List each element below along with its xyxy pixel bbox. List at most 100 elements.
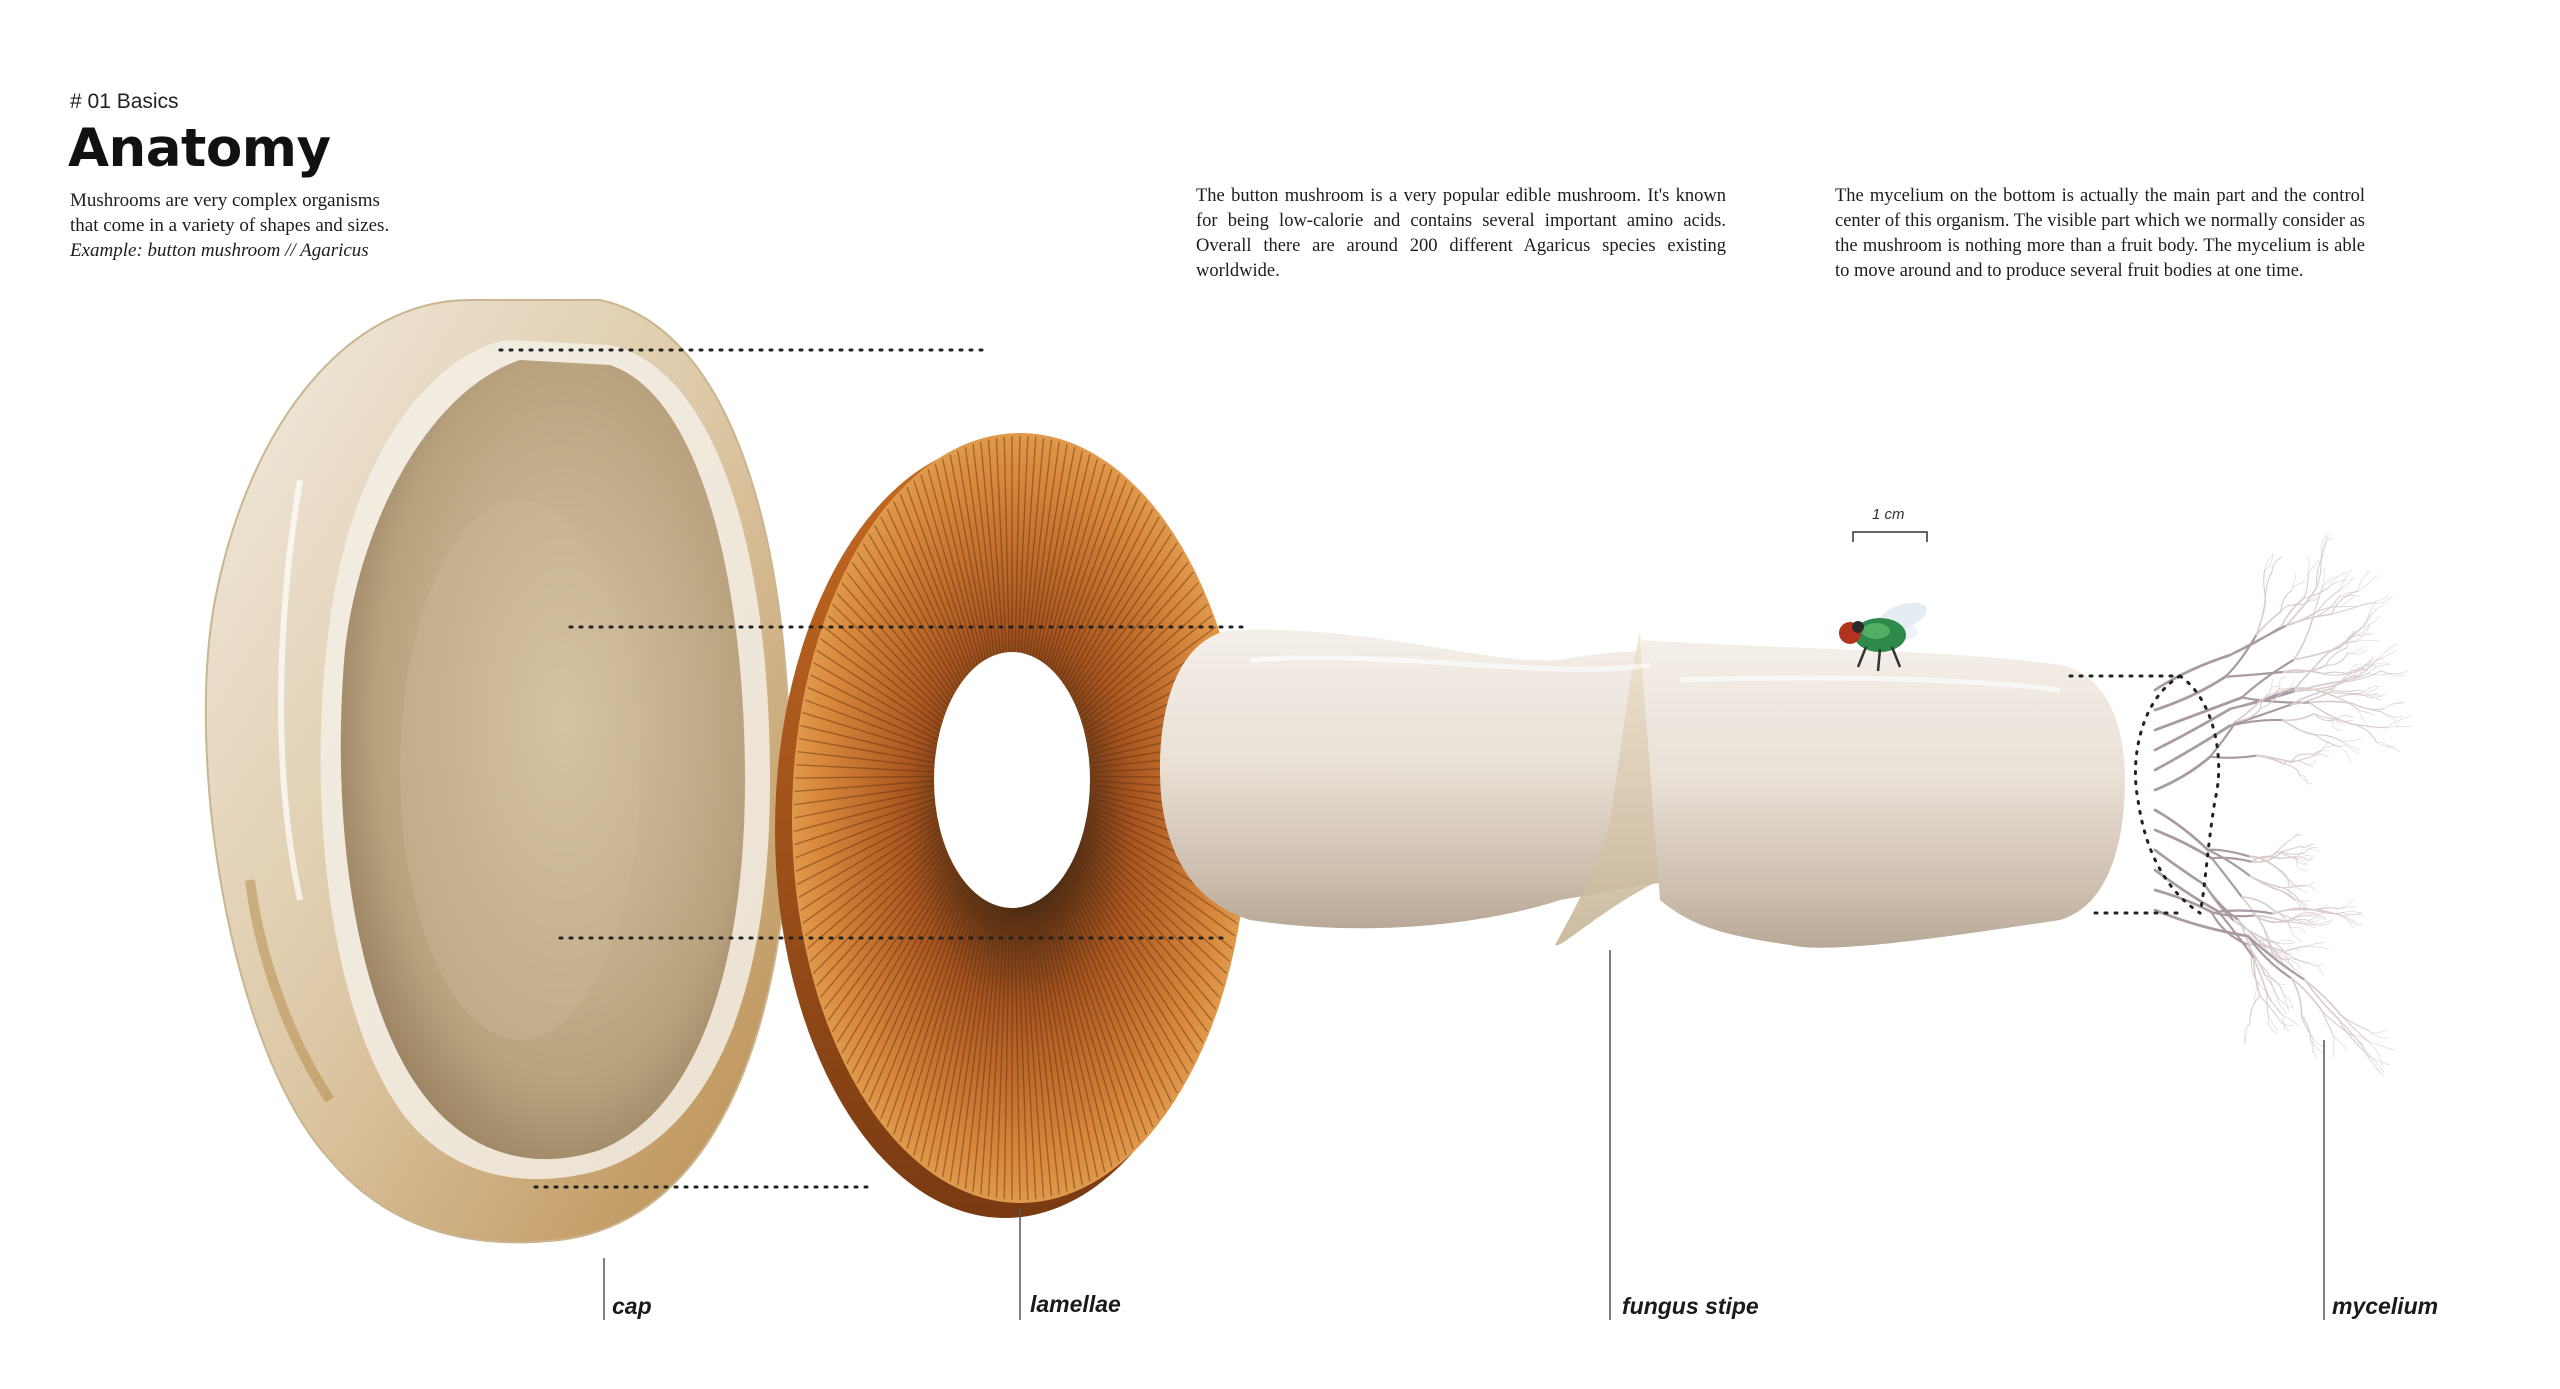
gill-line: [1025, 439, 1053, 662]
gill-line: [856, 552, 959, 701]
mycelium-strand: [2355, 625, 2370, 642]
mycelium-strand: [2285, 586, 2318, 627]
mycelium-strand: [2337, 715, 2355, 721]
mycelium-strand: [2329, 579, 2347, 587]
gill-line: [1065, 889, 1166, 1111]
gill-line: [972, 444, 1000, 663]
gill-line: [1077, 582, 1199, 711]
mycelium-strand: [2278, 884, 2301, 889]
mycelium-strand: [2249, 875, 2281, 889]
mycelium-strand: [2343, 914, 2365, 917]
gill-line: [1085, 850, 1221, 998]
mycelium-strand: [2209, 754, 2258, 759]
mycelium-strand: [2367, 1029, 2389, 1039]
mycelium-strand: [2259, 692, 2271, 710]
gill-line: [1046, 468, 1113, 672]
mycelium-strand: [2325, 640, 2356, 656]
mycelium-strand: [2294, 654, 2327, 690]
gill-line: [1003, 436, 1011, 661]
mycelium-strand: [2267, 1017, 2277, 1035]
mycelium-strand: [2277, 998, 2293, 1008]
mycelium-strand: [2296, 858, 2308, 872]
mycelium-strand: [2290, 834, 2302, 841]
gill-line: [880, 892, 967, 1120]
gill-line: [1056, 493, 1141, 681]
gill-line: [813, 842, 943, 974]
gill-line: [816, 649, 944, 734]
gill-line: [798, 737, 937, 764]
label-mycelium: mycelium: [2332, 1293, 2439, 1319]
mycelium-strand: [2325, 647, 2348, 666]
mycelium-strand: [2339, 569, 2352, 591]
mycelium-strand: [2261, 937, 2279, 958]
mycelium-strand: [2241, 896, 2265, 929]
mycelium-strand: [2375, 650, 2398, 661]
gill-line: [802, 825, 939, 924]
mycelium-strand: [2339, 626, 2364, 648]
mycelium-strand: [2278, 939, 2295, 944]
mycelium-strand: [2294, 681, 2346, 692]
mycelium-strand: [2329, 571, 2348, 587]
mycelium-strand: [2276, 951, 2289, 959]
gill-line: [841, 869, 953, 1054]
mycelium-strand: [2277, 998, 2287, 1015]
mycelium-strand: [2342, 911, 2361, 913]
gill-line: [807, 686, 941, 747]
mycelium-strand: [2276, 889, 2296, 900]
mycelium-strand: [2206, 848, 2251, 858]
mycelium-strand: [2290, 581, 2306, 592]
mycelium-strand: [2268, 974, 2285, 985]
mycelium-strand: [2241, 896, 2275, 912]
mycelium-strand: [2279, 597, 2305, 629]
mycelium-strand: [2291, 882, 2307, 893]
mycelium-strand: [2332, 719, 2346, 725]
mycelium-strand: [2308, 701, 2352, 725]
gill-line: [1014, 435, 1021, 661]
mycelium-strand: [2209, 720, 2237, 758]
mycelium-strand: [2365, 1049, 2385, 1077]
mycelium-strand: [2301, 1014, 2313, 1038]
page-title: Anatomy: [68, 118, 331, 179]
mycelium-strand: [2296, 858, 2308, 865]
mycelium-strand: [2312, 906, 2330, 915]
intro-example: Example: button mushroom // Agaricus: [70, 240, 369, 261]
mycelium-strand: [2347, 645, 2365, 654]
mycelium-strand: [2325, 652, 2349, 666]
gill-line: [1014, 919, 1021, 1201]
mycelium-strand: [2350, 723, 2378, 743]
mycelium-strand: [2282, 684, 2299, 691]
mycelium-strand: [2264, 974, 2285, 995]
mycelium-strand: [2210, 856, 2253, 863]
mycelium-strand: [2290, 977, 2303, 1017]
mycelium-strand: [2366, 1040, 2395, 1051]
mycelium-strand: [2307, 962, 2324, 976]
gill-line: [920, 474, 981, 674]
gill-line: [1071, 879, 1184, 1084]
gill-line: [987, 439, 1005, 662]
mycelium-strand: [2281, 851, 2305, 855]
gill-line: [1051, 480, 1127, 676]
gill-line: [995, 919, 1008, 1198]
gill-line: [1079, 592, 1204, 715]
gill-line: [1033, 915, 1076, 1189]
mycelium-strand: [2283, 994, 2290, 1012]
mycelium-strand: [2264, 553, 2274, 571]
gill-line: [819, 850, 945, 998]
mycelium-strand: [2276, 839, 2292, 853]
mycelium-strand: [2269, 678, 2274, 693]
gill-line: [794, 802, 936, 859]
mycelium-strand: [2343, 915, 2363, 926]
gill-line: [1028, 441, 1060, 663]
gill-line: [1065, 525, 1166, 691]
mycelium-strand: [2312, 598, 2338, 619]
mycelium-strand: [2281, 719, 2317, 736]
gill-line: [868, 533, 963, 694]
gill-line: [1049, 474, 1120, 674]
mycelium-strand: [2329, 688, 2361, 693]
mycelium-strand: [2246, 935, 2293, 980]
mycelium-strand: [2322, 537, 2334, 557]
mycelium-strand: [2314, 734, 2343, 743]
mycelium-strand: [2353, 663, 2372, 676]
mycelium-strand: [2249, 995, 2261, 1025]
mycelium-paragraph: The mycelium on the bottom is actually t…: [1835, 186, 2365, 281]
